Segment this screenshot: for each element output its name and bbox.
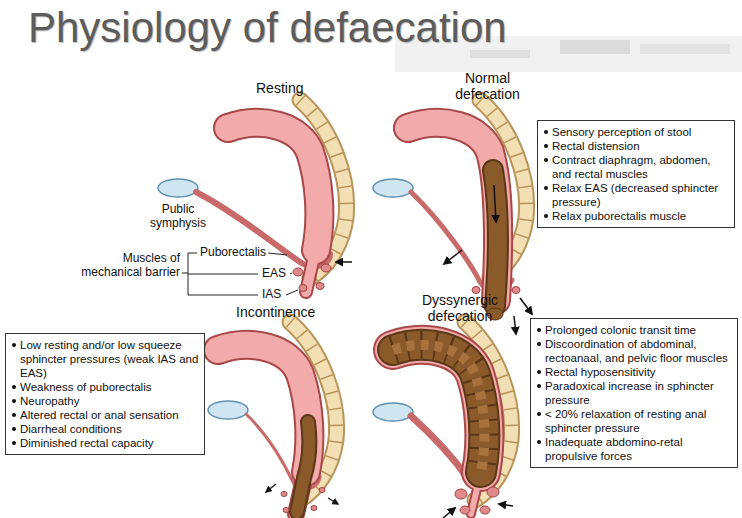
part-label: Muscles of mechanical barrier	[78, 252, 180, 280]
part-label: Puborectalis	[200, 246, 266, 260]
bullet-item: < 20% relaxation of resting anal sphinct…	[536, 407, 732, 435]
bullet-text: Sensory perception of stool	[552, 126, 691, 138]
bullet-item: Neuropathy	[11, 394, 199, 408]
bullet-item: Contract diaphragm, abdomen, and rectal …	[543, 153, 729, 181]
bullet-dot	[537, 370, 541, 374]
bullet-text: Rectal distension	[552, 140, 640, 152]
bullet-text: Relax puborectalis muscle	[552, 210, 686, 222]
bullet-item: Diarrheal conditions	[11, 422, 199, 436]
text-box: Sensory perception of stoolRectal disten…	[537, 120, 735, 228]
bullet-text: Prolonged colonic transit time	[545, 324, 696, 336]
text-box: Prolonged colonic transit timeDiscoordin…	[530, 318, 738, 468]
bullet-dot	[537, 342, 541, 346]
part-label: IAS	[262, 288, 281, 302]
part-label: EAS	[262, 267, 286, 281]
bullet-dot	[12, 441, 16, 445]
bullet-text: Low resting and/or low squeeze sphincter…	[20, 339, 198, 379]
bullet-item: Discoordination of abdominal, rectoanaal…	[536, 337, 732, 365]
normal-anatomy	[373, 100, 532, 334]
bullet-item: Low resting and/or low squeeze sphincter…	[11, 338, 199, 380]
bullet-dot	[544, 144, 548, 148]
bullet-item: Weakness of puborectalis	[11, 380, 199, 394]
bullet-text: Relax EAS (decreased sphincter pressure)	[552, 182, 718, 208]
part-label: Resting	[256, 80, 303, 96]
bullet-dot	[12, 385, 16, 389]
bullet-item: Relax EAS (decreased sphincter pressure)	[543, 181, 729, 209]
bullet-text: Paradoxical increase in sphincter pressu…	[545, 380, 714, 406]
bullet-item: Rectal hyposensitivity	[536, 365, 732, 379]
bullet-dot	[544, 130, 548, 134]
bullet-item: Relax puborectalis muscle	[543, 209, 729, 223]
bullet-item: Diminished rectal capacity	[11, 436, 199, 450]
part-label: Normal defecation	[440, 70, 535, 102]
bullet-item: Paradoxical increase in sphincter pressu…	[536, 379, 732, 407]
bullet-dot	[537, 328, 541, 332]
bullet-dot	[537, 412, 541, 416]
bullet-item: Altered rectal or anal sensation	[11, 408, 199, 422]
page-title: Physiology of defaecation	[28, 4, 507, 52]
part-label: Public symphysis	[140, 203, 216, 231]
bullet-text: < 20% relaxation of resting anal sphinct…	[545, 408, 706, 434]
bullet-item: Inadequate abdomino-retal propulsive for…	[536, 435, 732, 463]
bullet-text: Rectal hyposensitivity	[545, 366, 656, 378]
bullet-dot	[12, 413, 16, 417]
bullet-dot	[12, 399, 16, 403]
bullet-dot	[544, 214, 548, 218]
bullet-dot	[537, 384, 541, 388]
bullet-item: Sensory perception of stool	[543, 125, 729, 139]
bullet-text: Weakness of puborectalis	[20, 381, 151, 393]
bullet-text: Neuropathy	[20, 395, 79, 407]
bullet-dot	[537, 440, 541, 444]
bullet-item: Rectal distension	[543, 139, 729, 153]
bullet-text: Altered rectal or anal sensation	[20, 409, 179, 421]
part-label: Dyssynergic defecation	[410, 292, 510, 324]
bullet-dot	[544, 186, 548, 190]
dyssynergic-anatomy	[373, 322, 513, 518]
bullet-text: Contract diaphragm, abdomen, and rectal …	[552, 154, 711, 180]
bullet-dot	[12, 343, 16, 347]
bullet-item: Prolonged colonic transit time	[536, 323, 732, 337]
incontinence-anatomy	[208, 322, 338, 514]
part-label: Incontinence	[236, 304, 315, 320]
bullet-text: Discoordination of abdominal, rectoanaal…	[545, 338, 728, 364]
bullet-text: Diarrheal conditions	[20, 423, 122, 435]
bullet-text: Diminished rectal capacity	[20, 437, 154, 449]
bullet-dot	[544, 158, 548, 162]
bullet-dot	[12, 427, 16, 431]
bullet-text: Inadequate abdomino-retal propulsive for…	[545, 436, 682, 462]
text-box: Low resting and/or low squeeze sphincter…	[5, 333, 205, 455]
resting-anatomy	[158, 100, 352, 292]
